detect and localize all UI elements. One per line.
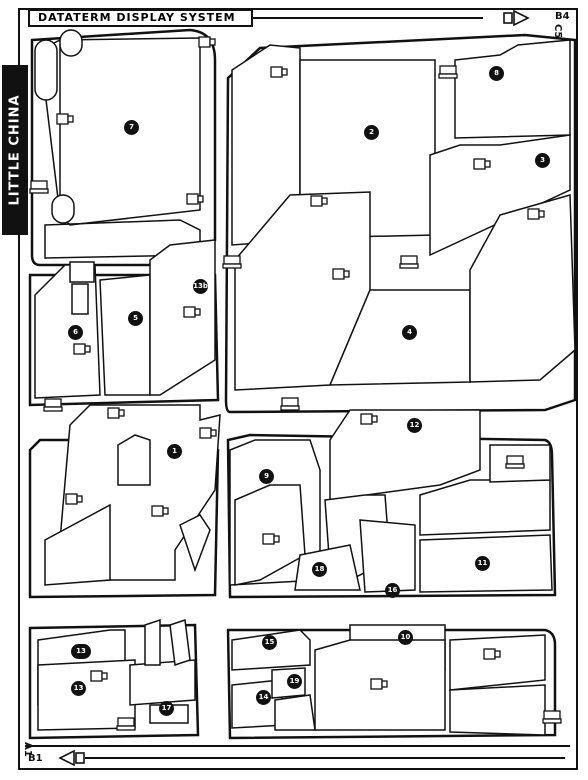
building-label-5[interactable]: 5 xyxy=(128,311,143,326)
arrow-right-icon[interactable] xyxy=(502,9,530,27)
building-label-11[interactable]: 11 xyxy=(475,556,490,571)
top-divider xyxy=(253,17,483,19)
building-label-1[interactable]: 1 xyxy=(167,444,182,459)
building-label-17[interactable]: 16 xyxy=(385,583,400,598)
camera-icon xyxy=(198,36,216,48)
camera-icon xyxy=(65,493,83,505)
building-label-9[interactable]: 9 xyxy=(259,469,274,484)
building-label-7[interactable]: 7 xyxy=(124,120,139,135)
building-label-12[interactable]: 12 xyxy=(407,418,422,433)
block-9-12-17-19 xyxy=(226,409,557,599)
bottom-rule xyxy=(85,757,565,759)
camera-icon xyxy=(73,343,91,355)
terminal-icon xyxy=(438,65,458,79)
building-label-15[interactable]: 14 xyxy=(256,690,271,705)
camera-icon xyxy=(360,413,378,425)
camera-icon xyxy=(107,407,125,419)
camera-icon xyxy=(183,306,201,318)
terminal-icon xyxy=(116,717,136,731)
grid-ref-bottom-b: B1 xyxy=(28,753,43,764)
block-13 xyxy=(28,618,200,740)
bottom-divider xyxy=(25,745,570,747)
block-2-3-4-8 xyxy=(224,33,577,414)
camera-icon xyxy=(199,427,217,439)
building-label-18[interactable]: 17 xyxy=(159,701,174,716)
page-title: DATATERM DISPLAY SYSTEM xyxy=(28,9,253,27)
terminal-icon xyxy=(222,255,242,269)
camera-icon xyxy=(473,158,491,170)
camera-icon xyxy=(151,505,169,517)
block-7 xyxy=(30,28,217,267)
camera-icon xyxy=(270,66,288,78)
terminal-icon xyxy=(542,710,562,724)
terminal-icon xyxy=(505,455,525,469)
block-5-6-14 xyxy=(28,239,220,407)
camera-icon xyxy=(310,195,328,207)
camera-icon xyxy=(483,648,501,660)
camera-icon xyxy=(90,670,108,682)
building-label-14[interactable]: 13b xyxy=(193,279,208,294)
block-1 xyxy=(28,404,221,599)
building-label-19[interactable]: 18 xyxy=(312,562,327,577)
terminal-icon xyxy=(399,255,419,269)
camera-icon xyxy=(262,533,280,545)
camera-icon xyxy=(56,113,74,125)
building-label-10[interactable]: 10 xyxy=(398,630,413,645)
building-label-13[interactable]: 13 xyxy=(71,681,86,696)
building-label-4[interactable]: 4 xyxy=(402,325,417,340)
building-label-13b[interactable]: 13 xyxy=(71,644,91,659)
block-10-15-16-20 xyxy=(226,624,557,740)
terminal-icon xyxy=(29,180,49,194)
arrow-left-icon[interactable] xyxy=(58,749,86,767)
camera-icon xyxy=(370,678,388,690)
terminal-icon xyxy=(280,397,300,411)
building-label-2[interactable]: 2 xyxy=(364,125,379,140)
camera-icon xyxy=(332,268,350,280)
building-label-20[interactable]: 19 xyxy=(287,674,302,689)
map-frame xyxy=(18,8,578,770)
camera-icon xyxy=(527,208,545,220)
grid-ref-top-a: B4 xyxy=(555,11,570,22)
district-tab: LITTLE CHINA xyxy=(2,65,28,235)
building-label-3[interactable]: 3 xyxy=(535,153,550,168)
building-label-8[interactable]: 8 xyxy=(489,66,504,81)
terminal-icon xyxy=(43,398,63,412)
camera-icon xyxy=(186,193,204,205)
building-label-16[interactable]: 15 xyxy=(262,635,277,650)
building-label-6[interactable]: 6 xyxy=(68,325,83,340)
